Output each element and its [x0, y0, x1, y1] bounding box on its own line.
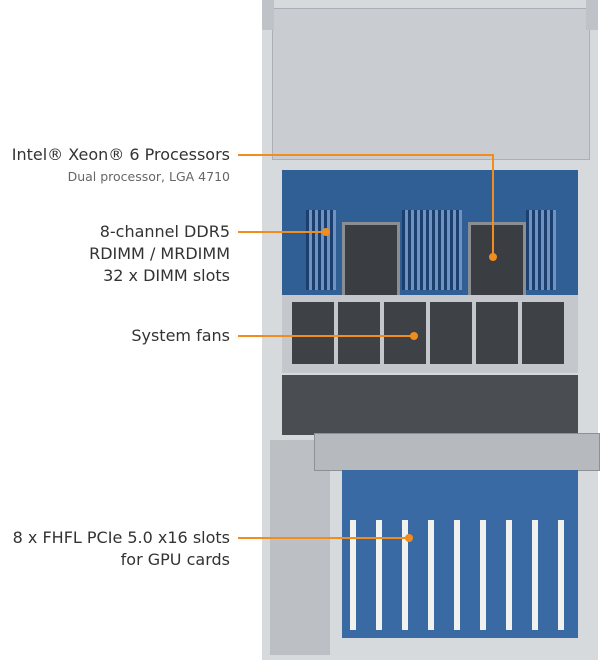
processor-title: Intel® Xeon® 6 Processors [11, 145, 230, 164]
fans-leader-line [238, 335, 414, 337]
pcie-label: 8 x FHFL PCIe 5.0 x16 slots for GPU card… [13, 527, 230, 571]
processor-leader-line [492, 154, 494, 256]
fans-title: System fans [131, 326, 230, 345]
memory-line-2: RDIMM / MRDIMM [89, 244, 230, 263]
dimm-slots [402, 210, 462, 290]
pcie-line-2: for GPU cards [120, 550, 230, 569]
processor-marker [489, 253, 497, 261]
rack-handle-right [586, 0, 598, 30]
cable-area [282, 375, 578, 435]
processor-label: Intel® Xeon® 6 Processors Dual processor… [12, 144, 230, 188]
top-cover [272, 8, 590, 160]
cpu-socket-2 [468, 222, 526, 298]
processor-leader-line [238, 154, 494, 156]
fans-marker [410, 332, 418, 340]
pcie-marker [405, 534, 413, 542]
cpu-socket-1 [342, 222, 400, 298]
memory-label: 8-channel DDR5 RDIMM / MRDIMM 32 x DIMM … [89, 221, 230, 287]
dimm-slots [306, 210, 336, 290]
rack-handle-left [262, 0, 274, 30]
memory-line-3: 32 x DIMM slots [103, 266, 230, 285]
psu-bay [270, 440, 330, 655]
pcie-leader-line [238, 537, 408, 539]
memory-line-1: 8-channel DDR5 [99, 222, 230, 241]
dimm-slots [526, 210, 556, 290]
server-chassis-image [262, 0, 600, 660]
fan-modules [292, 302, 568, 364]
processor-subtitle: Dual processor, LGA 4710 [67, 169, 230, 184]
fans-label: System fans [131, 325, 230, 347]
pcie-line-1: 8 x FHFL PCIe 5.0 x16 slots [12, 528, 230, 547]
riser-bracket [314, 433, 600, 471]
memory-leader-line [238, 231, 324, 233]
memory-marker [322, 228, 330, 236]
